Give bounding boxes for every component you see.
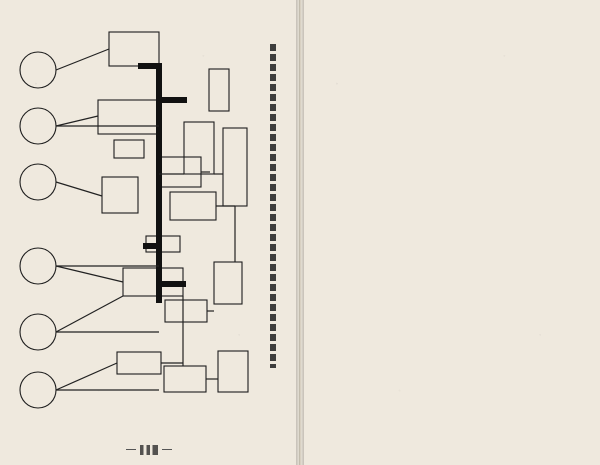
diagram-box-right-stack — [183, 121, 215, 175]
left-page-number — [126, 445, 172, 455]
diagram-circle-3 — [19, 163, 57, 201]
diagram-box-top-right — [208, 68, 230, 112]
diagram-box-bottom-right — [217, 350, 249, 393]
diagram-box-top-left — [108, 31, 160, 67]
diagram-link-1 — [55, 48, 110, 71]
diagram-box-right-vertical — [222, 127, 248, 207]
diagram-canvas — [19, 31, 249, 409]
diagram-box-lower-right-vertical — [213, 261, 243, 305]
left-page-number-dash-right — [162, 449, 172, 450]
diagram-link-6 — [55, 362, 118, 391]
figure-caption-text — [270, 44, 276, 368]
diagram-circle-6 — [19, 371, 57, 409]
left-page-number-text — [140, 445, 158, 455]
organization-diagram — [14, 14, 268, 429]
diagram-circle-4 — [19, 247, 57, 285]
diagram-circle-1 — [19, 51, 57, 89]
diagram-box-upper-small — [113, 139, 145, 159]
paper-texture-right — [301, 0, 600, 465]
diagram-box-mid-right — [169, 191, 217, 221]
diagram-box-mid-left — [101, 176, 139, 214]
diagram-box-mid-center — [158, 156, 202, 188]
right-page — [300, 0, 600, 465]
diagram-box-bottom-left — [116, 351, 162, 375]
left-page-number-dash-left — [126, 449, 136, 450]
left-page — [0, 0, 300, 465]
diagram-box-upper-center — [97, 99, 161, 135]
diagram-link-3 — [55, 181, 103, 197]
diagram-circle-5 — [19, 313, 57, 351]
diagram-circle-2 — [19, 107, 57, 145]
diagram-link-5 — [55, 295, 124, 333]
diagram-box-bottom-center — [163, 365, 207, 393]
figure-caption — [266, 44, 280, 368]
diagram-box-lower-right-small — [164, 299, 208, 323]
diagram-link-2 — [55, 115, 99, 127]
diagram-link-4 — [55, 265, 124, 283]
